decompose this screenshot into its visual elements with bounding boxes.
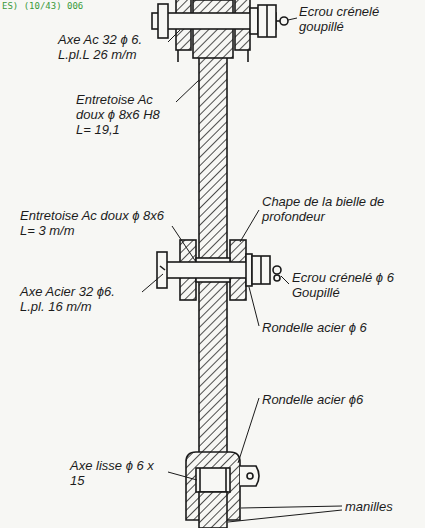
castle-nut — [258, 5, 276, 37]
part-label: Rondelle acier ϕ6 — [262, 392, 417, 407]
part-label: Ecrou crénelé ϕ 6 Goupillé — [292, 270, 417, 300]
part-label: Axe lisse ϕ 6 x 15 — [70, 458, 166, 488]
cotter-pin — [273, 266, 281, 274]
washer — [250, 8, 258, 34]
part-label: Ecrou crénelé goupillé — [299, 4, 417, 34]
part-label: Axe Acier 32 ϕ6. L.pl. 16 m/m — [20, 284, 140, 314]
part-label: Chape de la bielle de profondeur — [262, 194, 417, 224]
part-label: Rondelle acier ϕ 6 — [262, 320, 417, 335]
part-label: Entretoise Ac doux ϕ 8x6 H8 L= 19,1 — [76, 92, 174, 137]
part-label: Entretoise Ac doux ϕ 8x6 L= 3 m/m — [20, 208, 170, 238]
washer — [246, 254, 252, 286]
bolt-head — [157, 252, 167, 288]
part-label: Axe Ac 32 ϕ 6. L.pl.L 26 m/m — [58, 32, 166, 62]
cotter-pin — [280, 17, 288, 25]
tab — [240, 466, 259, 486]
plain-pin — [196, 468, 230, 492]
castle-nut — [252, 256, 270, 284]
watermark: ES) (10/43) 006 — [2, 1, 132, 11]
part-label: manilles — [345, 499, 417, 514]
pin-head — [158, 4, 168, 38]
